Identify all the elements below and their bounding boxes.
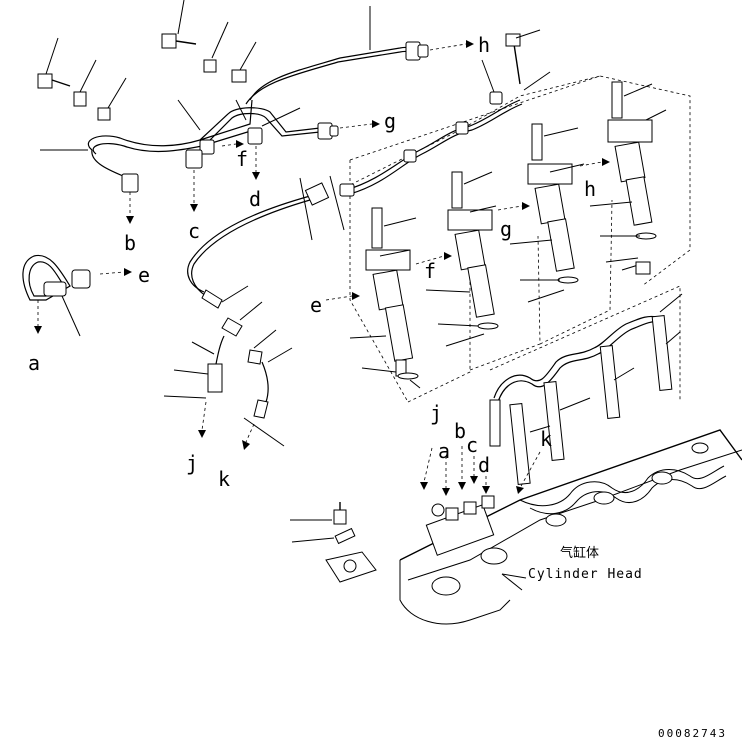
label-d-2: d xyxy=(478,453,490,477)
label-f-2: f xyxy=(424,259,436,283)
label-j: j xyxy=(186,451,198,475)
label-k: k xyxy=(218,467,230,491)
label-j-2: j xyxy=(430,401,442,425)
drawing-code: 00082743 xyxy=(658,727,727,740)
label-a: a xyxy=(28,351,40,375)
return-pipe-assembly xyxy=(87,41,429,193)
leakoff-hose-assembly xyxy=(163,175,345,450)
label-f: f xyxy=(236,147,248,171)
head-arrows xyxy=(420,446,541,496)
flow-arrows-top xyxy=(34,40,474,334)
injector-4 xyxy=(579,81,667,275)
label-b: b xyxy=(124,231,136,255)
label-e-2: e xyxy=(310,293,322,317)
label-b-2: b xyxy=(454,419,466,443)
injector-supply-pipe xyxy=(339,29,551,197)
callout-labels: a b c d e f g h e f g h j k a b c d j k xyxy=(28,33,596,491)
injector-frames xyxy=(339,75,691,403)
cylinder-head-en-label: Cylinder Head xyxy=(528,567,643,582)
label-c: c xyxy=(188,219,200,243)
injector-1 xyxy=(325,207,421,389)
bolt-clip-group xyxy=(37,0,371,151)
injector-2 xyxy=(415,171,499,347)
cylinder-head-cn-label: 气缸体 xyxy=(560,545,599,561)
label-d: d xyxy=(249,187,261,211)
label-k-2: k xyxy=(540,427,552,451)
label-a-2: a xyxy=(438,439,450,463)
label-c-2: c xyxy=(466,433,478,457)
label-g-2: g xyxy=(500,217,512,241)
fitting-parts xyxy=(290,502,377,583)
loop-pipe-assembly xyxy=(22,254,91,337)
injector-3 xyxy=(497,123,585,303)
label-h-2: h xyxy=(584,177,596,201)
label-h: h xyxy=(478,33,490,57)
label-e: e xyxy=(138,263,150,287)
lower-injector-set xyxy=(489,293,683,485)
label-g: g xyxy=(384,109,396,133)
cylinder-head-block xyxy=(399,429,742,625)
